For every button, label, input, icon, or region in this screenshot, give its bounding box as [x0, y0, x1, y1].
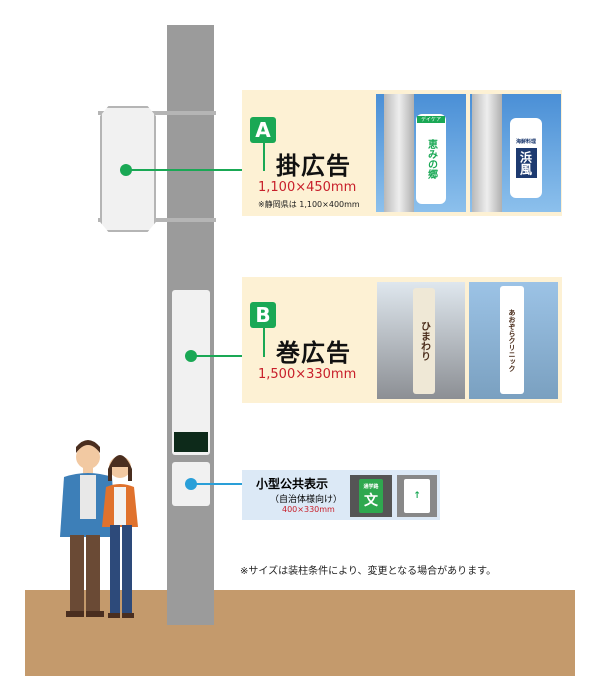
size-b: 1,500×330mm — [258, 367, 357, 382]
connector-a — [126, 169, 264, 171]
badge-a: A — [250, 117, 276, 143]
photo-b2: あおぞらクリニック — [469, 282, 558, 399]
photo-a2: 海鮮料理 浜風 — [470, 94, 561, 212]
photo-c1-tag: 通学路 — [363, 483, 379, 490]
photo-a2-tag: 海鮮料理 — [515, 139, 536, 145]
photo-b1-text: ひまわり — [418, 321, 430, 361]
size-c: 400×330mm — [282, 505, 335, 514]
photo-c2: ↑ — [397, 475, 437, 517]
subtitle-c: （自治体様向け） — [270, 495, 343, 505]
photo-a1-text: 恵みの郷 — [425, 139, 437, 179]
title-a: 掛広告 — [276, 152, 351, 180]
photo-b2-text: あおぞらクリニック — [508, 308, 516, 372]
wrap-sign-shape — [172, 290, 210, 455]
photo-a1: 恵みの郷 デイケア — [376, 94, 466, 212]
photo-c1: 通学路 文 — [350, 475, 392, 517]
photo-a1-tag: デイケア — [417, 116, 445, 123]
photo-c1-text: 文 — [364, 492, 378, 509]
woman-figure — [102, 455, 138, 618]
man-figure — [60, 440, 116, 617]
footnote: ※サイズは装柱条件により、変更となる場合があります。 — [240, 566, 497, 577]
section-c: 小型公共表示 （自治体様向け） 400×330mm 通学路 文 ↑ — [242, 470, 440, 520]
note-a: ※静岡県は 1,100×400mm — [258, 200, 360, 209]
title-c: 小型公共表示 — [256, 477, 329, 491]
section-b: B 巻広告 1,500×330mm ひまわり あおぞらクリニック — [242, 277, 562, 403]
title-b: 巻広告 — [276, 339, 351, 367]
photo-a2-text: 浜風 — [515, 148, 537, 178]
size-a: 1,100×450mm — [258, 180, 357, 195]
photo-b1: ひまわり — [377, 282, 465, 399]
connector-c — [191, 483, 249, 485]
connector-b — [191, 355, 264, 357]
couple-illustration — [60, 440, 138, 618]
badge-b: B — [250, 302, 276, 328]
bracket-bottom — [98, 218, 216, 222]
section-a: A 掛広告 1,100×450mm ※静岡県は 1,100×400mm 恵みの郷… — [242, 90, 562, 216]
bracket-top — [98, 111, 216, 115]
